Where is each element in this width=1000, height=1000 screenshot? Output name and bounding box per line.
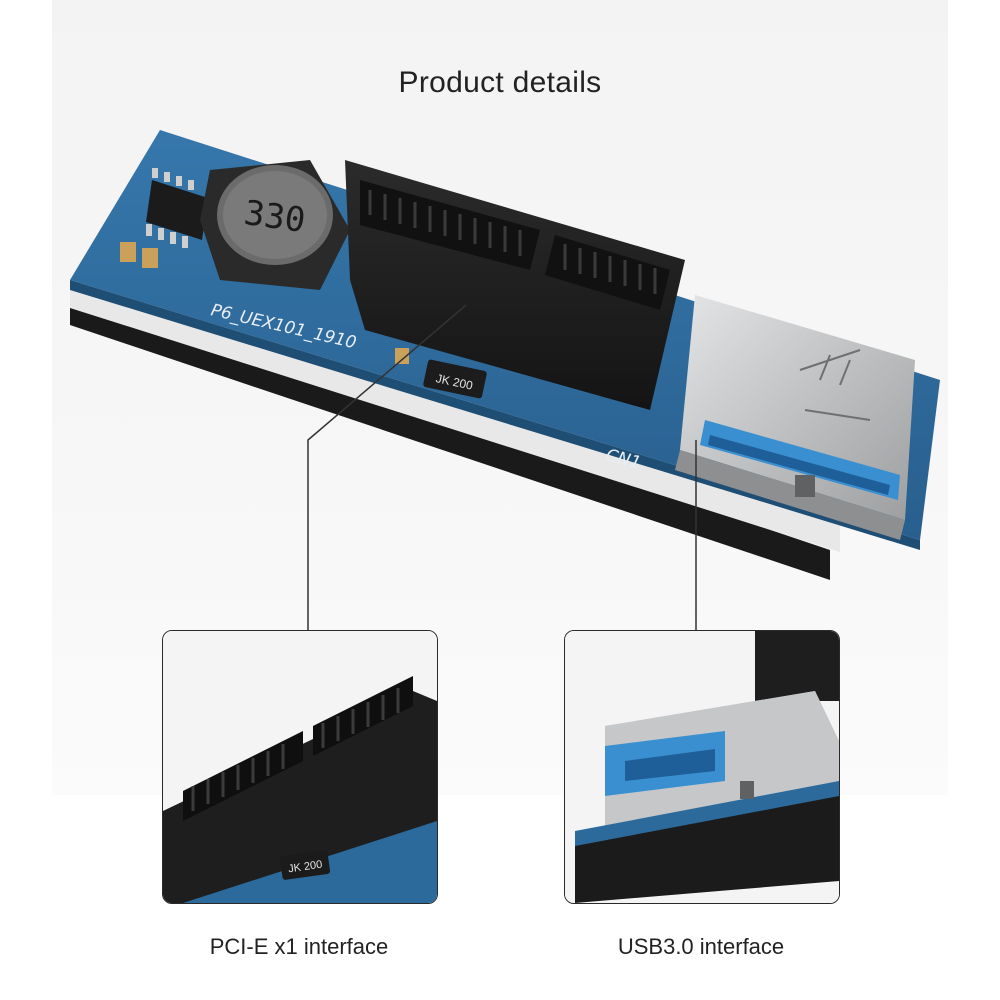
riser-board-photo: 330 P6_UEX101_1910 CN1 JK 200 bbox=[70, 130, 940, 580]
inductor-marking: 330 bbox=[242, 193, 308, 241]
zoom-inset-pcie: JK 200 bbox=[162, 630, 438, 904]
caption-pcie: PCI-E x1 interface bbox=[209, 934, 389, 959]
ic-chip bbox=[146, 168, 208, 248]
zoom-resistor-marking: JK 200 bbox=[287, 859, 323, 876]
inductor: 330 bbox=[200, 160, 350, 290]
caption-usb: USB3.0 interface bbox=[617, 934, 785, 959]
usb3-port bbox=[675, 295, 915, 540]
page-title: Product details bbox=[398, 66, 602, 99]
zoom-inset-usb bbox=[564, 630, 840, 904]
